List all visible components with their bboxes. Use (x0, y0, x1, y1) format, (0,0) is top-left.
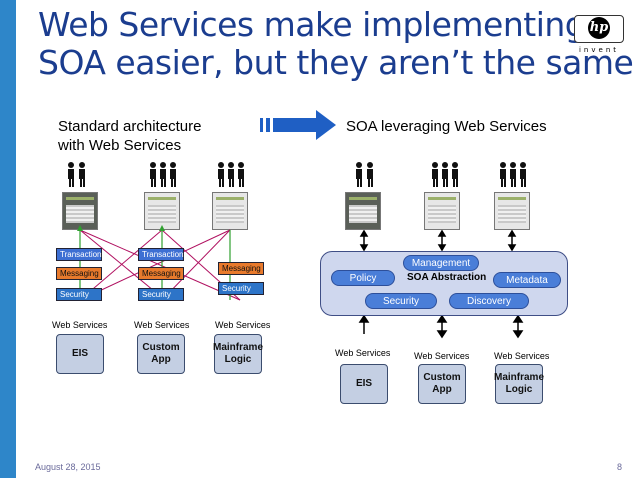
slide-title-line-1: Web Services make implementing (38, 5, 586, 44)
system-label: App (432, 384, 452, 395)
transactions-layer: Transactions (138, 248, 188, 261)
system-label: EIS (355, 378, 373, 389)
right-heading: SOA leveraging Web Services (346, 118, 547, 135)
security-layer: Security (138, 288, 184, 301)
policy-service: Policy (331, 270, 395, 286)
web-services-label: Web Services (414, 351, 470, 361)
hp-logo: hp invent (574, 15, 624, 57)
system-label: Logic (224, 354, 252, 365)
messaging-layer: Messaging (56, 267, 102, 280)
hp-logo-badge: hp (574, 15, 624, 43)
app-screenshot-thumbnail (62, 192, 98, 230)
transactions-layer: Transactions (56, 248, 106, 261)
footer-date: August 28, 2015 (35, 462, 101, 472)
system-label: Custom (142, 342, 180, 353)
system-label: EIS (71, 348, 89, 359)
system-mainframe-logic: Mainframe Logic (494, 364, 545, 404)
user-group-icon (150, 162, 176, 187)
system-label: App (151, 354, 171, 365)
security-service: Security (365, 293, 437, 309)
user-group-icon (432, 162, 458, 187)
user-group-icon (500, 162, 526, 187)
system-label: Mainframe (213, 342, 264, 353)
user-group-icon (68, 162, 85, 187)
web-services-label: Web Services (134, 320, 190, 330)
system-label: Custom (423, 372, 461, 383)
system-custom-app: Custom App (418, 364, 466, 404)
system-custom-app: Custom App (137, 334, 185, 374)
app-screenshot-thumbnail (424, 192, 460, 230)
left-heading-line-2: with Web Services (58, 137, 182, 154)
left-heading: Standard architecture with Web Services (58, 117, 201, 155)
discovery-service: Discovery (449, 293, 529, 309)
app-screenshot-thumbnail (494, 192, 530, 230)
soa-abstraction-layer: Management Policy SOA Abstraction Metada… (320, 251, 568, 316)
soa-abstraction-label: SOA Abstraction (407, 272, 487, 283)
system-label: Mainframe (494, 372, 545, 383)
app-screenshot-thumbnail (212, 192, 248, 230)
soa-connectors (358, 230, 524, 339)
slide-title-line-2: SOA easier, but they aren’t the same (38, 43, 634, 82)
web-services-label: Web Services (52, 320, 108, 330)
app-screenshot-thumbnail (345, 192, 381, 230)
system-eis: EIS (56, 334, 104, 374)
metadata-service: Metadata (493, 272, 561, 288)
web-services-label: Web Services (335, 348, 391, 358)
security-layer: Security (56, 288, 102, 301)
hp-logo-mark: hp (588, 17, 610, 39)
system-mainframe-logic: Mainframe Logic (213, 334, 264, 374)
page-number: 8 (617, 462, 623, 472)
web-services-label: Web Services (215, 320, 271, 330)
user-group-icon (356, 162, 373, 187)
left-heading-line-1: Standard architecture (58, 118, 202, 135)
transition-arrow-icon (260, 110, 336, 140)
messaging-layer: Messaging (138, 267, 184, 280)
security-layer: Security (218, 282, 264, 295)
user-group-icon (218, 162, 244, 187)
management-service: Management (403, 255, 479, 271)
system-eis: EIS (340, 364, 388, 404)
hp-logo-tagline: invent (578, 46, 619, 54)
messaging-layer: Messaging (218, 262, 264, 275)
left-accent-bar (0, 0, 16, 478)
system-label: Logic (505, 384, 533, 395)
slide-title: Web Services make implementing SOA easie… (38, 5, 634, 82)
web-services-label: Web Services (494, 351, 550, 361)
